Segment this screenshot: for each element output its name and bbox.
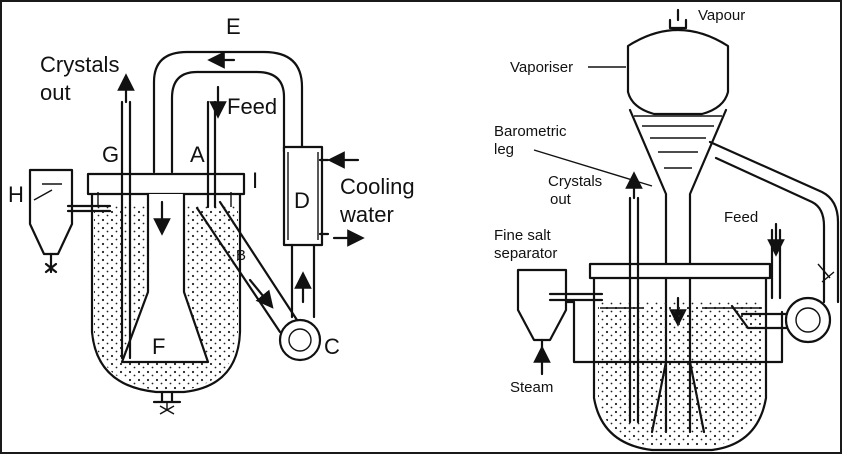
left-top-plate: [86, 172, 246, 196]
right-feed-label: Feed: [724, 209, 758, 226]
fine-salt-separator: [516, 268, 568, 342]
cooling-label-2: water: [339, 202, 394, 227]
letter-a: A: [190, 142, 205, 167]
letter-d: D: [294, 188, 310, 213]
left-feed-label: Feed: [227, 94, 277, 119]
letter-f: F: [152, 334, 165, 359]
letter-i: I: [252, 168, 258, 193]
crystals-out-pipe-g: [120, 100, 132, 360]
recirculation-pipe: [708, 140, 840, 304]
vaporiser-vessel: [626, 29, 730, 116]
fine-salt-label-1: Fine salt: [494, 227, 552, 244]
letter-e: E: [226, 14, 241, 39]
cooler-d: [282, 145, 324, 247]
left-crystals-out-label-1: Crystals: [40, 52, 119, 77]
steam-label: Steam: [510, 379, 553, 396]
pump-c: [278, 318, 322, 362]
left-crystallizer: Crystals out Feed Cooling water A B C D …: [8, 14, 415, 415]
right-vessel: [592, 270, 768, 452]
right-crystals-out-label-1: Crystals: [548, 173, 602, 190]
steam-coil: [556, 300, 784, 364]
circulation-pipe-e: [152, 50, 304, 174]
right-crystals-out-pipe: [628, 196, 640, 424]
draft-tube-f: [120, 192, 210, 364]
cooling-label-1: Cooling: [340, 174, 415, 199]
fines-separator-h: [28, 168, 74, 256]
letter-b: B: [236, 247, 246, 264]
left-vessel: [90, 192, 242, 394]
right-pump: [784, 296, 832, 344]
vaporiser-label: Vaporiser: [510, 59, 573, 76]
fine-salt-label-2: separator: [494, 245, 557, 262]
cooler-outlet-pipe: [290, 243, 316, 319]
feed-pipe-a: [206, 100, 217, 209]
barometric-label-1: Barometric: [494, 123, 567, 140]
letter-h: H: [8, 182, 24, 207]
right-crystals-out-label-2: out: [550, 191, 572, 208]
barometric-label-2: leg: [494, 141, 514, 158]
vapour-label: Vapour: [698, 7, 745, 24]
inlet-pipe-b: [195, 200, 299, 334]
letter-c: C: [324, 334, 340, 359]
right-crystallizer: Vapour Vaporiser Barometric leg Crystals…: [494, 7, 840, 452]
left-crystals-out-label-2: out: [40, 80, 71, 105]
letter-g: G: [102, 142, 119, 167]
